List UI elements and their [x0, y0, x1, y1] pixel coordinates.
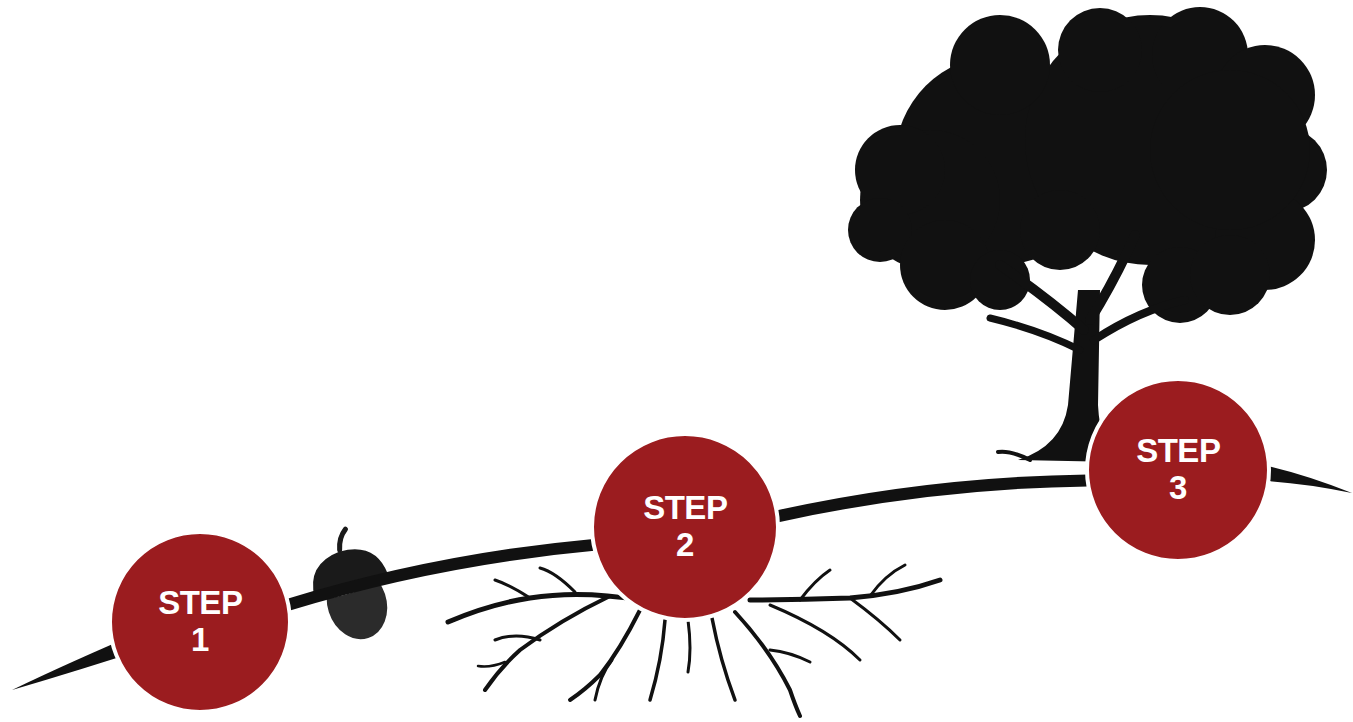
root [770, 605, 860, 660]
canopy-lobe [1190, 235, 1270, 315]
root [495, 636, 540, 640]
root [735, 612, 800, 716]
step-label: STEP 1 [158, 585, 242, 659]
step-circle: STEP 3 [1085, 377, 1271, 563]
root [750, 580, 940, 600]
branch [1094, 300, 1185, 340]
step-circle: STEP 2 [590, 432, 780, 622]
branch [990, 318, 1080, 350]
tree-root [998, 452, 1030, 460]
root [688, 620, 690, 672]
ground-line [777, 480, 1087, 516]
root [712, 618, 735, 700]
root [800, 570, 830, 600]
branch [1090, 235, 1135, 320]
root [495, 580, 530, 598]
root [650, 620, 665, 700]
root [570, 610, 640, 700]
root [870, 565, 905, 596]
canopy-lobe [950, 15, 1050, 115]
root [850, 598, 900, 640]
root [595, 660, 612, 700]
root [540, 568, 575, 592]
branch [1000, 265, 1084, 330]
acorn-stem [334, 529, 351, 550]
canopy-lobe [1150, 70, 1310, 230]
step-circle: STEP 1 [108, 530, 292, 714]
root [485, 596, 610, 690]
ground-line [288, 545, 593, 605]
canopy-lobe [1058, 8, 1142, 92]
canopy-lobe [1020, 190, 1100, 270]
tree [848, 7, 1327, 462]
step-label: STEP 2 [643, 490, 727, 564]
root [478, 662, 505, 667]
root [448, 594, 640, 622]
step-label: STEP 3 [1136, 433, 1220, 507]
root [770, 650, 810, 662]
